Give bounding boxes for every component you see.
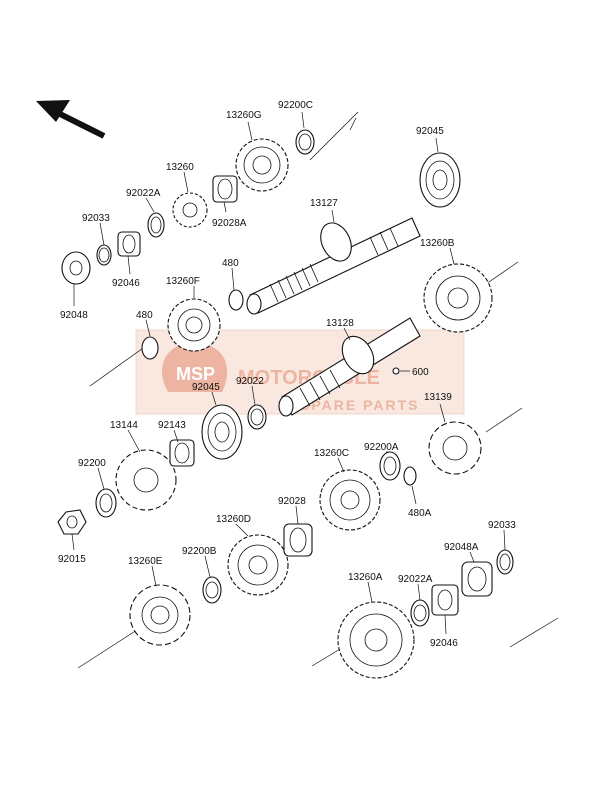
gear-13144 <box>115 449 177 511</box>
watermark-logo: MSP <box>161 342 228 392</box>
label-13260A: 13260A <box>348 572 383 583</box>
shaft-13128 <box>278 317 421 417</box>
label-13260F: 13260F <box>166 276 200 287</box>
label-92200B: 92200B <box>182 546 217 557</box>
ring-92200C <box>295 129 315 155</box>
label-92022A-top: 92022A <box>126 188 161 199</box>
part-labels: 13260G 92200C 92045 13260 92022A 92028A … <box>58 100 516 649</box>
ring-92022 <box>247 404 267 430</box>
gear-13260 <box>172 192 208 228</box>
gear-13260C <box>319 469 381 531</box>
label-92045-top: 92045 <box>416 126 444 137</box>
label-92046-top: 92046 <box>112 278 140 289</box>
label-92200: 92200 <box>78 458 106 469</box>
bushing-92143 <box>169 439 195 467</box>
circlip-480-top <box>228 289 244 311</box>
label-480-top: 480 <box>222 258 239 269</box>
label-92045-middle: 92045 <box>192 382 220 393</box>
ring-92033-bottom <box>496 549 514 575</box>
svg-text:MSP: MSP <box>176 364 215 384</box>
label-480-left: 480 <box>136 310 153 321</box>
label-92022: 92022 <box>236 376 264 387</box>
ball-600 <box>392 367 400 375</box>
ring-92033-top <box>96 244 112 266</box>
ring-92022A-top <box>147 212 165 238</box>
nut-92015 <box>57 509 87 535</box>
circlip-480-left <box>141 336 159 360</box>
gear-13260G <box>235 138 289 192</box>
label-13260: 13260 <box>166 162 194 173</box>
bearing-92046-top <box>117 231 141 257</box>
label-92143: 92143 <box>158 420 186 431</box>
label-13260E: 13260E <box>128 556 163 567</box>
leader-lines <box>71 111 506 635</box>
bearing-92045-top <box>419 152 461 208</box>
bearing-92028 <box>283 523 313 557</box>
shaft-13127 <box>246 217 421 315</box>
label-13260D: 13260D <box>216 514 251 525</box>
assembly-guide-lines <box>77 111 559 669</box>
label-13139: 13139 <box>424 392 452 403</box>
gear-13260D <box>227 534 289 596</box>
gear-13260F <box>167 298 221 352</box>
ring-92200B <box>202 576 222 604</box>
label-92200A: 92200A <box>364 442 399 453</box>
label-13260G: 13260G <box>226 110 262 121</box>
gear-13139 <box>428 421 482 475</box>
label-600: 600 <box>412 367 429 378</box>
label-13260C: 13260C <box>314 448 349 459</box>
label-92028A: 92028A <box>212 218 247 229</box>
label-13260B: 13260B <box>420 238 455 249</box>
label-92200C: 92200C <box>278 100 313 111</box>
ring-92200A <box>379 451 401 481</box>
label-92015: 92015 <box>58 554 86 565</box>
collar-92048A <box>461 561 493 597</box>
gear-13260B <box>423 263 493 333</box>
label-92046-bottom: 92046 <box>430 638 458 649</box>
label-480A: 480A <box>408 508 432 519</box>
front-direction-arrow <box>36 100 106 139</box>
gear-13260E <box>129 584 191 646</box>
bearing-92045-middle <box>201 404 243 460</box>
label-13127: 13127 <box>310 198 338 209</box>
collar-92048 <box>61 251 91 285</box>
ring-92022A-bottom <box>410 599 430 627</box>
ring-92200 <box>95 488 117 518</box>
label-13128: 13128 <box>326 318 354 329</box>
label-92028: 92028 <box>278 496 306 507</box>
label-92048: 92048 <box>60 310 88 321</box>
label-92033-bottom: 92033 <box>488 520 516 531</box>
label-92033-top: 92033 <box>82 213 110 224</box>
bearing-92046-bottom <box>431 584 459 616</box>
label-92048A: 92048A <box>444 542 479 553</box>
watermark-subtitle: SPARE PARTS <box>300 397 420 413</box>
label-92022A-bottom: 92022A <box>398 574 433 585</box>
gear-13260A <box>337 601 415 679</box>
circlip-480A <box>403 466 417 486</box>
bearing-92028A <box>212 175 238 203</box>
label-13144: 13144 <box>110 420 138 431</box>
